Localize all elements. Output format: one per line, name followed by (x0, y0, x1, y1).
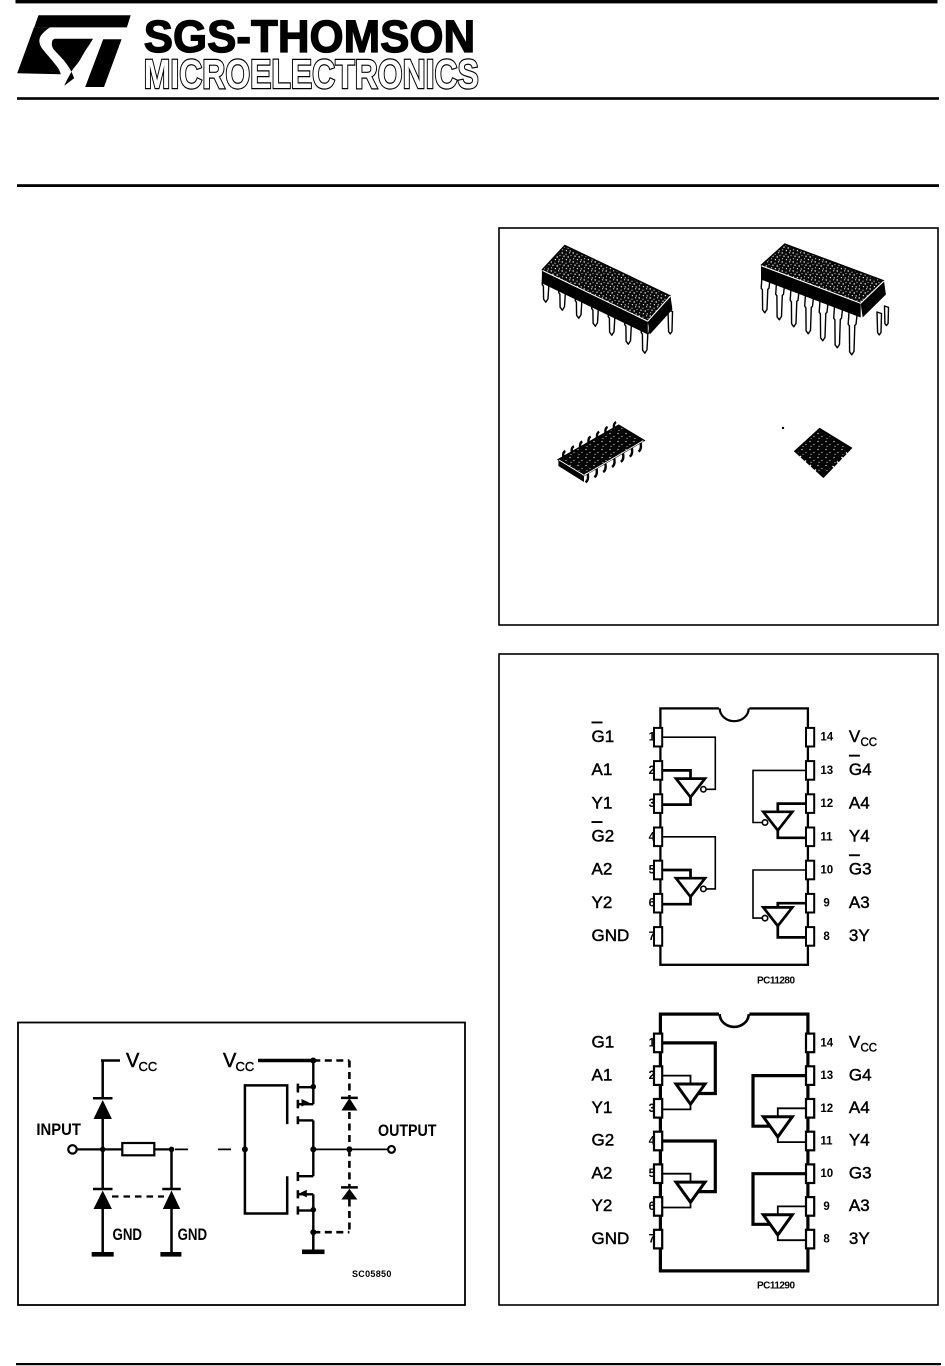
svg-text:1: 1 (649, 732, 656, 744)
svg-text:A3: A3 (849, 893, 870, 912)
svg-text:2: 2 (649, 765, 655, 777)
svg-text:Y4: Y4 (849, 1131, 870, 1150)
svg-text:3Y: 3Y (849, 926, 870, 945)
svg-text:14: 14 (820, 732, 833, 744)
svg-text:4: 4 (649, 1136, 656, 1148)
svg-text:4: 4 (649, 831, 656, 843)
svg-text:3: 3 (649, 798, 655, 810)
svg-text:G3: G3 (849, 1163, 872, 1182)
svg-text:A1: A1 (592, 1065, 613, 1084)
svg-text:3Y: 3Y (849, 1229, 870, 1248)
svg-text:A2: A2 (592, 1163, 613, 1182)
svg-text:Y2: Y2 (592, 1196, 613, 1215)
svg-text:GND: GND (592, 1229, 630, 1248)
svg-text:G1: G1 (592, 727, 615, 746)
svg-text:7: 7 (649, 931, 655, 943)
svg-text:Y2: Y2 (592, 893, 613, 912)
svg-text:9: 9 (823, 1201, 829, 1213)
svg-text:V: V (223, 1050, 237, 1072)
svg-text:Y1: Y1 (592, 793, 613, 812)
svg-text:13: 13 (820, 1070, 833, 1082)
svg-text:2: 2 (649, 1070, 655, 1082)
svg-text:A2: A2 (592, 860, 613, 879)
svg-text:G4: G4 (849, 1065, 872, 1084)
svg-text:CC: CC (236, 1059, 255, 1074)
svg-text:11: 11 (820, 831, 833, 843)
svg-text:INPUT: INPUT (36, 1120, 81, 1139)
svg-text:14: 14 (820, 1037, 833, 1049)
svg-text:Y4: Y4 (849, 827, 870, 846)
svg-text:10: 10 (820, 865, 833, 877)
svg-text:G3: G3 (849, 860, 872, 879)
svg-text:9: 9 (823, 898, 829, 910)
svg-text:3: 3 (649, 1103, 655, 1115)
svg-text:V: V (849, 727, 861, 746)
svg-text:A4: A4 (849, 1098, 870, 1117)
svg-text:GND: GND (592, 926, 630, 945)
svg-text:G2: G2 (592, 827, 615, 846)
svg-text:11: 11 (820, 1136, 833, 1148)
svg-text:SC05850: SC05850 (352, 1269, 392, 1279)
svg-text:CC: CC (139, 1059, 158, 1074)
svg-text:A4: A4 (849, 793, 870, 812)
svg-text:PC11280: PC11280 (757, 975, 795, 986)
svg-text:8: 8 (823, 1234, 830, 1246)
svg-text:6: 6 (649, 898, 655, 910)
svg-text:V: V (126, 1050, 140, 1072)
svg-text:MICROELECTRONICS: MICROELECTRONICS (144, 51, 479, 97)
svg-text:OUTPUT: OUTPUT (378, 1121, 437, 1140)
svg-text:SGS-THOMSON: SGS-THOMSON (144, 11, 475, 62)
svg-text:6: 6 (649, 1201, 655, 1213)
svg-text:G1: G1 (592, 1033, 615, 1052)
svg-text:GND: GND (178, 1225, 208, 1244)
svg-text:G2: G2 (592, 1131, 615, 1150)
svg-text:PC11290: PC11290 (757, 1281, 795, 1292)
svg-text:V: V (849, 1033, 861, 1052)
svg-text:Y1: Y1 (592, 1098, 613, 1117)
svg-text:12: 12 (820, 1103, 833, 1115)
svg-text:A3: A3 (849, 1196, 870, 1215)
svg-text:8: 8 (823, 931, 830, 943)
svg-text:5: 5 (649, 1168, 656, 1180)
svg-text:1: 1 (649, 1037, 656, 1049)
svg-text:A1: A1 (592, 760, 613, 779)
svg-text:10: 10 (820, 1168, 833, 1180)
svg-text:13: 13 (820, 765, 833, 777)
svg-text:7: 7 (649, 1234, 655, 1246)
svg-text:12: 12 (820, 798, 833, 810)
svg-text:G4: G4 (849, 760, 872, 779)
svg-text:CC: CC (861, 1042, 878, 1054)
svg-text:5: 5 (649, 865, 656, 877)
svg-text:GND: GND (113, 1225, 143, 1244)
svg-text:CC: CC (861, 737, 878, 749)
